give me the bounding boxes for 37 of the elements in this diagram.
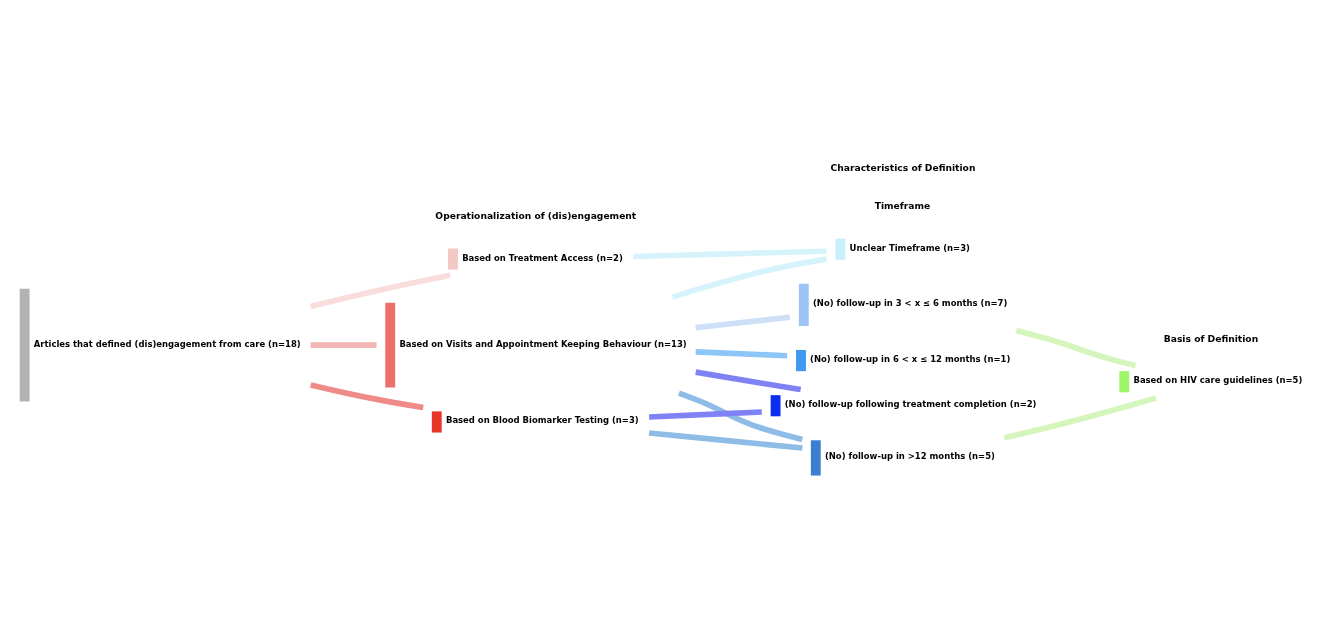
node-box [835, 238, 846, 260]
connector [695, 349, 788, 359]
node-label: Articles that defined (dis)engagement from care (n=18) [33, 338, 301, 349]
node-label: Based on Treatment Access (n=2) [462, 252, 623, 263]
connector [310, 342, 377, 348]
label: Basis of Definition [1163, 332, 1259, 344]
node-label: Unclear Timeframe (n=3) [849, 242, 970, 253]
node-box [385, 302, 396, 388]
node-box [798, 283, 809, 327]
connector [695, 314, 791, 331]
connector [648, 409, 762, 420]
node-box [810, 440, 821, 476]
node-label: (No) follow-up in >12 months (n=5) [824, 451, 995, 462]
connector [310, 382, 424, 411]
node-label: Based on HIV care guidelines (n=5) [1133, 375, 1303, 386]
connector [633, 248, 827, 260]
label: Operationalization of (dis)engagement [435, 210, 637, 222]
connector [677, 390, 803, 443]
connector [1003, 395, 1157, 441]
node-box [431, 411, 442, 433]
node-box [19, 288, 30, 402]
label: Characteristics of Definition [830, 162, 976, 174]
node-box [1119, 371, 1130, 393]
node-label: (No) follow-up in 3 < x ≤ 6 months (n=7) [812, 298, 1008, 309]
connector [671, 256, 828, 300]
label: Timeframe [874, 200, 931, 212]
connector [648, 430, 803, 451]
connector [1015, 327, 1137, 369]
node-label: Based on Visits and Appointment Keeping Behaviour (n=13) [399, 338, 687, 349]
node-box [796, 350, 806, 372]
node-label: Based on Blood Biomarker Testing (n=3) [445, 415, 639, 426]
connector [695, 369, 802, 393]
node-label: (No) follow-up following treatment completion (n=2) [784, 399, 1037, 410]
node-box [448, 248, 458, 270]
connector [310, 272, 451, 310]
node-box [770, 395, 781, 417]
node-label: (No) follow-up in 6 < x ≤ 12 months (n=1) [810, 354, 1011, 365]
